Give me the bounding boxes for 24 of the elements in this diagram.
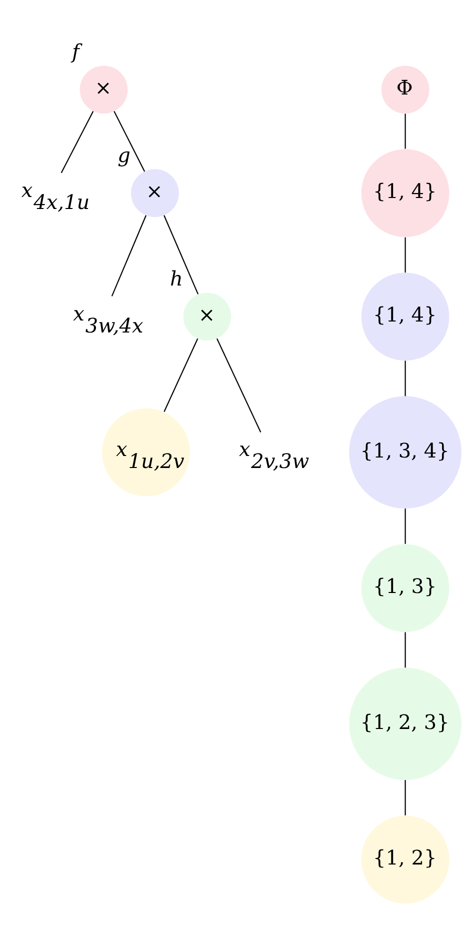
connector [404, 360, 406, 396]
connector [164, 214, 199, 294]
node-circle: {1, 3, 4} [349, 396, 462, 508]
connector [404, 236, 406, 272]
node-circle: × [80, 65, 128, 114]
node-circle: {1, 4} [361, 148, 450, 237]
connector [404, 780, 406, 815]
node-circle: {1, 4} [361, 272, 450, 360]
connector [60, 110, 94, 173]
node-circle: {1, 2} [361, 815, 450, 904]
node-label: h [170, 266, 183, 290]
node-circle: × [183, 292, 232, 340]
node-circle: Φ [381, 65, 430, 114]
connector [404, 113, 406, 148]
connector [216, 338, 262, 432]
connector [111, 214, 147, 296]
connector [164, 338, 198, 412]
connector [404, 508, 406, 544]
node-circle: {1, 2, 3} [349, 667, 462, 780]
node-circle: × [131, 168, 179, 217]
connector [114, 110, 146, 172]
node-label: g [118, 142, 130, 166]
node-circle: {1, 3} [361, 544, 450, 632]
connector [404, 632, 406, 668]
